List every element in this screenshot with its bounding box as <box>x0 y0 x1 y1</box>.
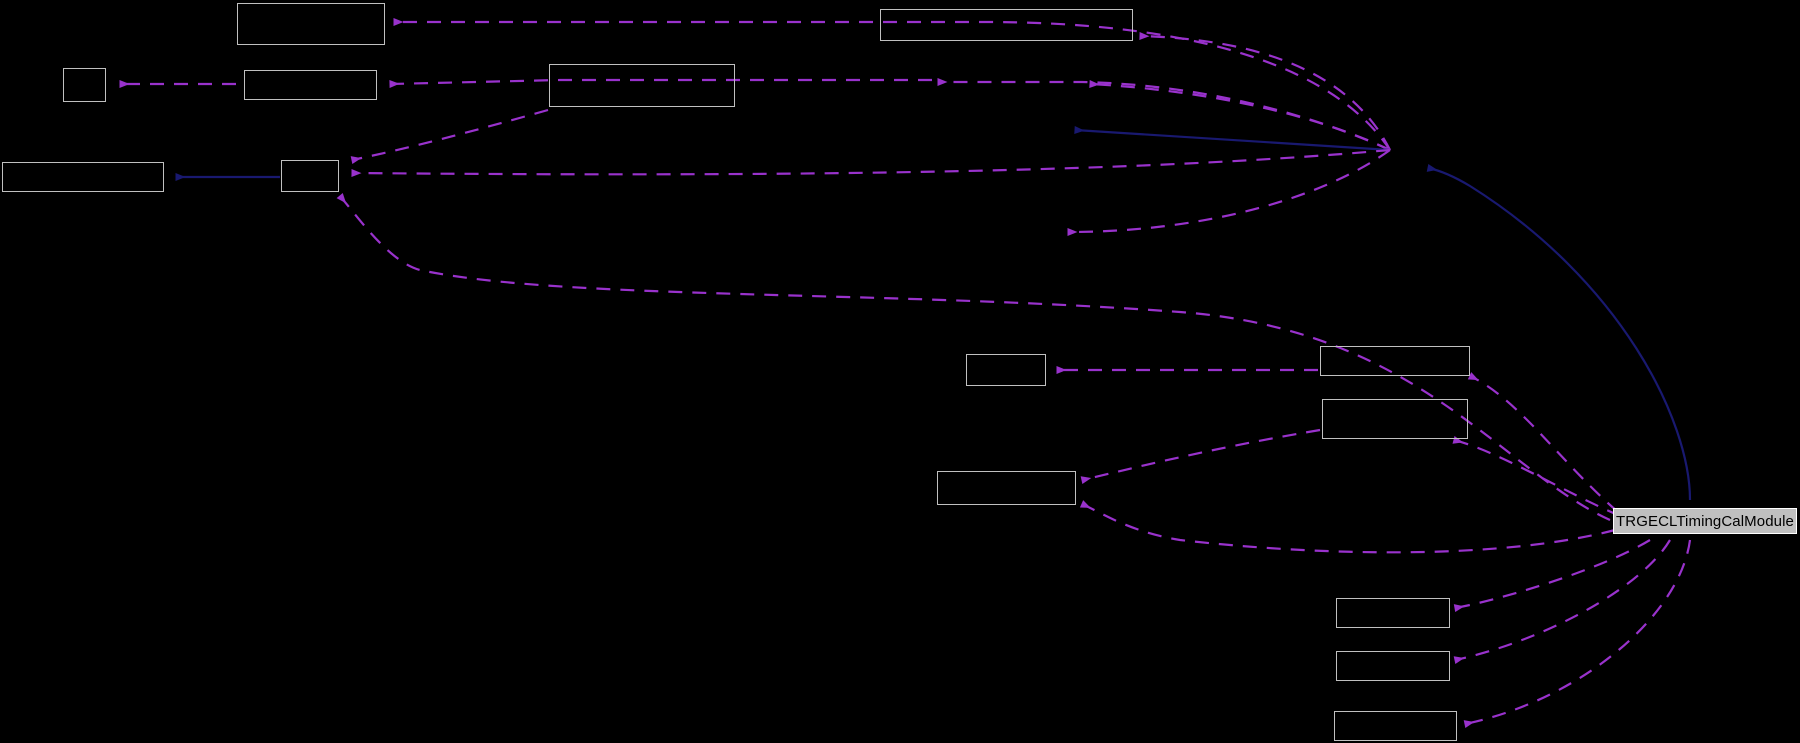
edge-hub-to-node0 <box>393 18 1391 151</box>
graph-node[interactable] <box>1322 399 1468 439</box>
edge-hub-to-mid-arrow-1 <box>1089 79 1391 151</box>
edge-node9-to-node10 <box>1080 428 1321 485</box>
graph-node[interactable] <box>281 160 339 192</box>
graph-node[interactable] <box>1336 598 1450 628</box>
edge-hub-to-node1 <box>1139 31 1391 151</box>
edge-hub-to-mid-arrow-2 <box>1067 149 1391 237</box>
graph-node-focus-label: TRGECLTimingCalModule <box>1616 512 1794 530</box>
edge-hub-to-node4 <box>937 78 1391 152</box>
graph-node-focus[interactable]: TRGECLTimingCalModule <box>1613 508 1797 534</box>
graph-node[interactable] <box>244 70 377 100</box>
graph-node[interactable] <box>2 162 164 192</box>
edge-hub-inheritance-in <box>1074 125 1391 152</box>
graph-node[interactable] <box>937 471 1076 505</box>
edge-focus-to-hub-inheritance <box>1426 163 1692 501</box>
graph-node[interactable] <box>549 64 735 107</box>
edge-hub-to-node6 <box>351 148 1391 177</box>
graph-node[interactable] <box>237 3 385 45</box>
graph-node[interactable] <box>966 354 1046 386</box>
graph-node[interactable] <box>1336 651 1450 681</box>
edge-focus-to-node11 <box>1453 539 1651 613</box>
graph-node[interactable] <box>1334 711 1457 741</box>
graph-node[interactable] <box>880 9 1133 41</box>
edge-focus-to-node9 <box>1452 436 1621 518</box>
graph-node[interactable] <box>63 68 106 102</box>
edge-focus-to-node12 <box>1453 539 1671 665</box>
edge-focus-to-node8 <box>1467 372 1619 513</box>
graph-node[interactable] <box>1320 346 1470 376</box>
edge-focus-to-node10 <box>1079 500 1616 554</box>
edge-focus-to-node13 <box>1463 539 1692 729</box>
edge-node4-to-node6 <box>350 108 549 165</box>
